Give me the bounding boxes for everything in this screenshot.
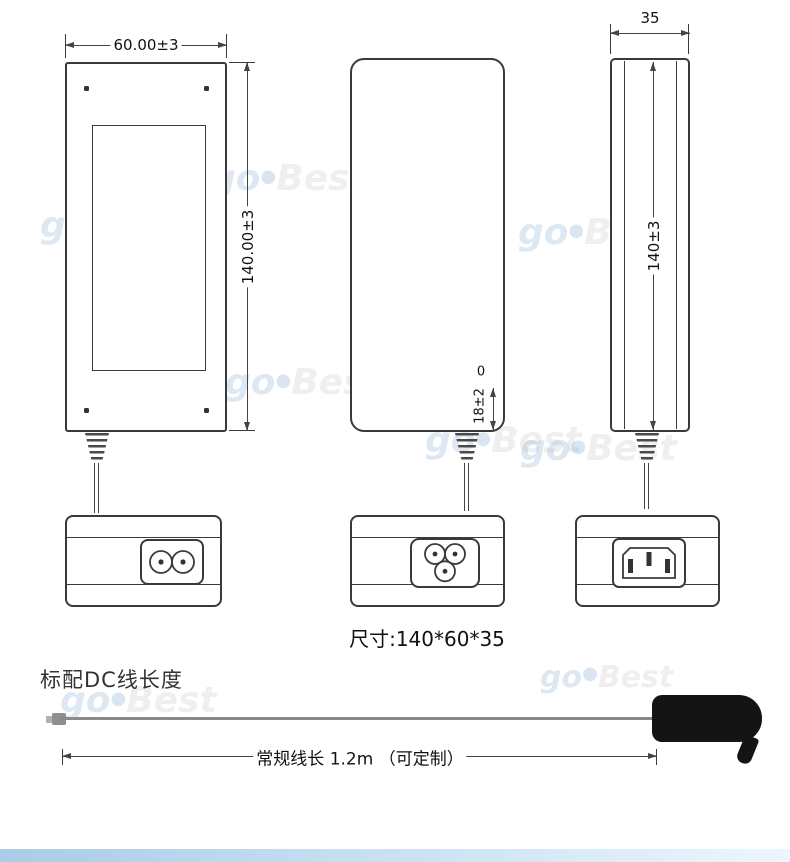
side-outlet-dimension: 18±2 [472,385,488,427]
side-zero-mark: 0 [473,364,489,380]
arrowhead-icon [681,30,690,36]
watermark-best: Best [597,660,674,695]
watermark-go: go [540,660,583,695]
strain-relief [635,433,659,463]
watermark-go: go [518,212,569,253]
c6-inlet-icon [410,538,480,588]
arrowhead-icon [244,422,250,431]
watermark-logo: go●Best [540,660,673,695]
arrowhead-icon [65,42,74,48]
dc-cable-heading: 标配DC线长度 [40,668,183,692]
screw-icon [204,408,209,413]
arrowhead-icon [62,753,71,759]
inlet-view-c14 [575,515,720,607]
strain-relief [455,433,479,463]
arrowhead-icon [244,62,250,71]
panel-line [67,537,220,538]
strain-relief [85,433,109,463]
arrowhead-icon [650,62,656,71]
cable-length-label: 常规线长 1.2m （可定制） [253,744,467,770]
edge-contour-line [676,61,677,429]
watermark-go: go [520,428,571,469]
inlet-view-c8 [65,515,222,607]
extension-line [610,24,611,54]
arrowhead-icon [610,30,619,36]
edge-width-dimension: 35 [637,9,663,27]
extension-line [229,430,255,431]
cable [644,463,649,509]
watermark-dot-icon: ● [570,436,587,457]
footer-accent-bar [0,849,790,862]
screw-icon [204,86,209,91]
watermark-best: Best [491,420,582,461]
watermark-dot-icon: ● [568,220,585,241]
size-label: 尺寸:140*60*35 [349,627,505,651]
arrowhead-icon [218,42,227,48]
dc-plug-body [652,695,762,742]
extension-line [688,24,689,54]
cable-end-connector [46,716,52,723]
watermark-dot-icon: ● [275,370,292,391]
cable [94,463,99,513]
arrowhead-icon [648,753,657,759]
cable [464,463,469,511]
front-view-label-area [92,125,206,371]
panel-line [577,537,718,538]
arrowhead-icon [490,421,496,430]
screw-icon [84,408,89,413]
dc-cable-line [60,717,660,720]
dimension-line [493,388,494,430]
c14-inlet-icon [612,538,686,588]
watermark-logo: go●Best [210,158,367,199]
panel-line [352,537,503,538]
watermark-dot-icon: ● [582,663,598,684]
watermark-best: Best [586,428,677,469]
front-width-dimension: 60.00±3 [110,36,182,54]
inlet-view-c6 [350,515,505,607]
watermark-go: go [225,362,276,403]
c8-inlet-icon [140,539,204,585]
cable-end-connector [52,713,66,725]
screw-icon [84,86,89,91]
edge-contour-line [624,61,625,429]
extension-line [229,62,255,63]
dimension-line [610,33,690,34]
panel-line [67,584,220,585]
arrowhead-icon [490,388,496,397]
edge-height-dimension: 140±3 [645,217,663,275]
front-height-dimension: 140.00±3 [239,206,257,288]
arrowhead-icon [650,421,656,430]
watermark-dot-icon: ● [260,166,277,187]
